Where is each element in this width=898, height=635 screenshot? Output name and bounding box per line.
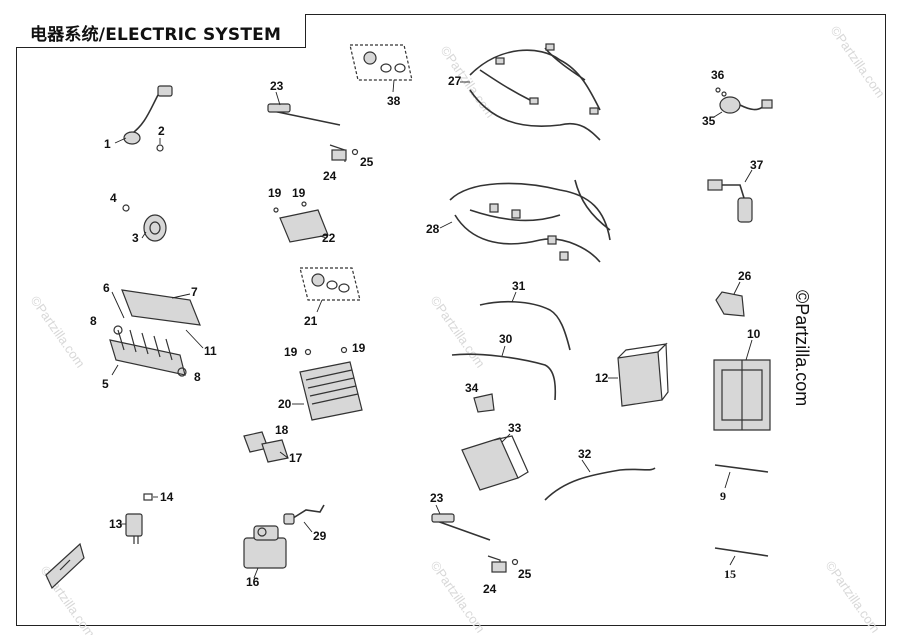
callout-36: 36 — [711, 68, 725, 82]
part-15-strap[interactable] — [714, 547, 769, 557]
watermark-text: ©Partzilla.com — [428, 293, 488, 370]
callout-21: 21 — [304, 314, 318, 328]
callout-8a: 8 — [90, 314, 97, 328]
callout-12: 12 — [595, 371, 609, 385]
callout-31: 31 — [512, 279, 526, 293]
part-23-cable-top[interactable] — [267, 103, 359, 162]
part-16-ignition-coil[interactable] — [243, 525, 287, 569]
part-9-strap[interactable] — [714, 464, 769, 473]
callout-29: 29 — [313, 529, 327, 543]
part-3-horn[interactable] — [122, 204, 167, 242]
callout-3: 3 — [132, 231, 139, 245]
callout-30: 30 — [499, 332, 513, 346]
diagram-frame — [16, 14, 886, 626]
part-12-battery[interactable] — [617, 342, 669, 407]
front-direction-icon — [45, 542, 85, 590]
callout-23a: 23 — [270, 79, 284, 93]
part-20-regulator[interactable] — [299, 346, 363, 421]
callout-27: 27 — [448, 74, 462, 88]
part-31-cable[interactable] — [479, 300, 571, 351]
watermark-text: ©Partzilla.com — [828, 23, 888, 100]
callout-24b: 24 — [483, 582, 497, 596]
callout-19b: 19 — [292, 186, 306, 200]
callout-35: 35 — [702, 114, 716, 128]
callout-20: 20 — [278, 397, 292, 411]
callout-15: 15 — [724, 567, 736, 581]
callout-33: 33 — [508, 421, 522, 435]
callout-24a: 24 — [323, 169, 337, 183]
part-37-bulb-socket[interactable] — [707, 179, 753, 223]
part-13-relay[interactable] — [125, 493, 153, 544]
callout-6: 6 — [103, 281, 110, 295]
callout-32: 32 — [578, 447, 592, 461]
callout-17: 17 — [289, 451, 303, 465]
callout-19a: 19 — [268, 186, 282, 200]
part-22-cdi[interactable] — [273, 201, 329, 243]
part-27-harness[interactable] — [469, 43, 601, 141]
callout-37: 37 — [750, 158, 764, 172]
part-33-controller[interactable] — [461, 435, 529, 491]
callout-13: 13 — [109, 517, 123, 531]
part-35-sensor[interactable] — [715, 87, 773, 114]
callout-1: 1 — [104, 137, 111, 151]
part-29-plug-cap[interactable] — [283, 504, 325, 525]
part-28-harness[interactable] — [449, 179, 611, 263]
part-1-sensor[interactable] — [123, 85, 173, 152]
callout-10: 10 — [747, 327, 761, 341]
callout-34: 34 — [465, 381, 479, 395]
callout-2: 2 — [158, 124, 165, 138]
part-23-cable-bottom[interactable] — [431, 513, 519, 573]
callout-25a: 25 — [360, 155, 374, 169]
part-26-bracket[interactable] — [715, 291, 745, 317]
callout-14: 14 — [160, 490, 174, 504]
part-10-holder[interactable] — [713, 359, 771, 431]
callout-18: 18 — [275, 423, 289, 437]
diagram-title: 电器系统/ELECTRIC SYSTEM — [30, 25, 282, 45]
part-17-connector[interactable] — [243, 431, 289, 463]
callout-11: 11 — [204, 344, 217, 358]
callout-28: 28 — [426, 222, 440, 236]
part-34-connector[interactable] — [473, 393, 495, 413]
callout-4: 4 — [110, 191, 117, 205]
callout-26: 26 — [738, 269, 752, 283]
callout-23b: 23 — [430, 491, 444, 505]
callout-16: 16 — [246, 575, 260, 589]
watermark-text: ©Partzilla.com — [823, 558, 883, 635]
callout-9: 9 — [720, 489, 726, 503]
watermark-text: ©Partzilla.com — [428, 558, 488, 635]
callout-8b: 8 — [194, 370, 201, 384]
callout-38: 38 — [387, 94, 401, 108]
part-21-switch-kit[interactable] — [299, 267, 361, 301]
part-30-cable[interactable] — [451, 353, 557, 401]
watermark-text: ©Partzilla.com — [28, 293, 88, 370]
callout-19c: 19 — [284, 345, 298, 359]
callout-7: 7 — [191, 285, 198, 299]
callout-25b: 25 — [518, 567, 532, 581]
part-32-cable[interactable] — [544, 467, 656, 501]
part-38-switch-kit[interactable] — [349, 44, 413, 81]
title-box — [16, 14, 306, 48]
callout-5: 5 — [102, 377, 109, 391]
callout-22: 22 — [322, 231, 336, 245]
part-5-fuse-box[interactable] — [109, 289, 201, 377]
callout-19d: 19 — [352, 341, 366, 355]
